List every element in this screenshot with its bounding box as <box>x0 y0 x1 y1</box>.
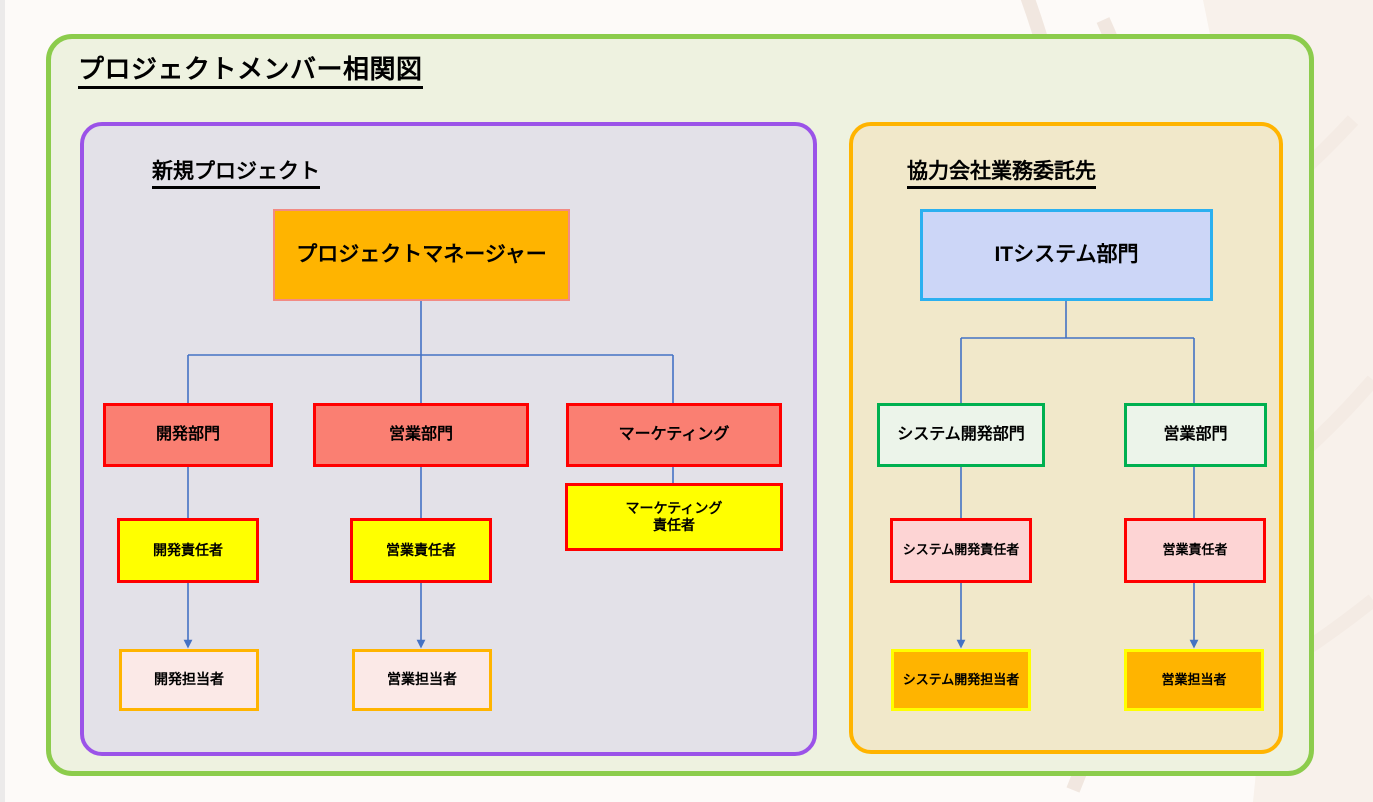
node-partner-sales-staff[interactable]: 営業担当者 <box>1124 649 1264 711</box>
node-system-dev-lead[interactable]: システム開発責任者 <box>890 518 1032 583</box>
node-dev-lead[interactable]: 開発責任者 <box>117 518 259 583</box>
left-edge-strip <box>0 0 5 802</box>
node-sales-lead[interactable]: 営業責任者 <box>350 518 492 583</box>
node-project-manager[interactable]: プロジェクトマネージャー <box>273 209 570 301</box>
node-marketing-lead-line1: マーケティング <box>625 499 723 516</box>
node-sales-department[interactable]: 営業部門 <box>313 403 529 467</box>
node-partner-sales-department[interactable]: 営業部門 <box>1124 403 1267 467</box>
node-marketing-department[interactable]: マーケティング <box>566 403 782 467</box>
node-system-dev-staff[interactable]: システム開発担当者 <box>891 649 1031 711</box>
node-sales-staff[interactable]: 営業担当者 <box>352 649 492 711</box>
panel-partner-company-title: 協力会社業務委託先 <box>907 155 1096 189</box>
panel-new-project-title: 新規プロジェクト <box>152 155 320 189</box>
node-marketing-lead[interactable]: マーケティング 責任者 <box>565 483 783 551</box>
node-marketing-lead-line2: 責任者 <box>653 517 695 533</box>
node-it-system-department[interactable]: ITシステム部門 <box>920 209 1213 301</box>
node-system-dev-department[interactable]: システム開発部門 <box>877 403 1045 467</box>
node-dev-department[interactable]: 開発部門 <box>103 403 273 467</box>
node-partner-sales-lead[interactable]: 営業責任者 <box>1124 518 1266 583</box>
node-dev-staff[interactable]: 開発担当者 <box>119 649 259 711</box>
page-title: プロジェクトメンバー相関図 <box>78 54 423 89</box>
